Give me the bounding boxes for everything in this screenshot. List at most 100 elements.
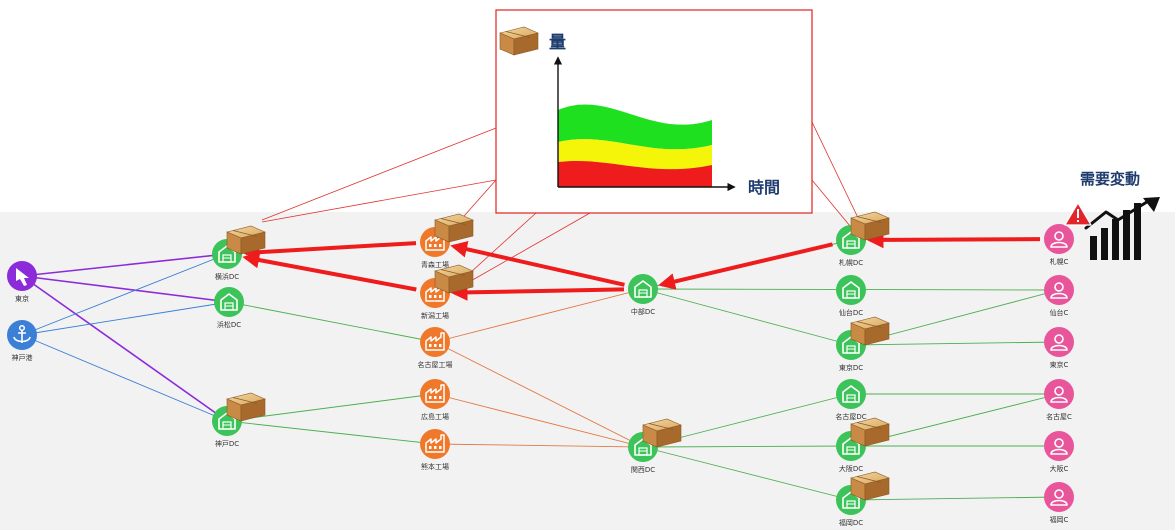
- inventory-box-icon: [434, 264, 474, 294]
- node-label: 新潟工場: [421, 311, 449, 320]
- flow-arrow-sapporo_dc-chubu_dc: [658, 242, 833, 290]
- callout-leader-line: [811, 121, 861, 223]
- warehouse-icon: [836, 275, 866, 305]
- band-bottom: [558, 160, 712, 187]
- callout-leader-line: [261, 179, 497, 223]
- customer-icon: [1044, 482, 1074, 512]
- network-edges: [21, 239, 1060, 501]
- edge-nagoya_f-chubu_dc: [434, 288, 644, 343]
- customer-icon: [1044, 327, 1074, 357]
- warehouse-icon: [628, 274, 658, 304]
- flow-arrow-chubu_dc-aomori_f: [450, 240, 625, 287]
- node-label: 仙台DC: [839, 308, 863, 317]
- demand-label: 需要変動: [1080, 170, 1140, 188]
- edge-kansai_dc-osaka_dc: [642, 445, 852, 448]
- flow-arrow-chubu_dc-niigata_f: [450, 283, 625, 301]
- network-nodes: 東京神戸港横浜DC浜松DC神戸DC青森工場新潟工場名古屋工場広島工場熊本工場中部…: [7, 211, 1074, 527]
- edge-kobe_port-hamamatsu_dc: [21, 301, 230, 336]
- time-axis-label: 時間: [748, 178, 780, 197]
- canvas-bottom: [0, 212, 1175, 530]
- inventory-callout: 量 時間: [495, 9, 813, 214]
- node-label: 東京: [15, 294, 29, 303]
- edge-chubu_dc-tokyo_dc: [642, 288, 852, 346]
- node-label: 広島工場: [421, 412, 449, 421]
- node-label: 福岡C: [1050, 515, 1069, 524]
- node-hiroshima-f[interactable]: 広島工場: [420, 379, 450, 421]
- inventory-box-icon: [434, 213, 474, 243]
- edge-hiroshima_f-kansai_dc: [434, 393, 644, 448]
- edge-kobe_port-yokohama_dc: [21, 253, 228, 336]
- customer-icon: [1044, 379, 1074, 409]
- node-label: 札幌C: [1050, 257, 1069, 266]
- inventory-box-icon: [226, 392, 266, 422]
- node-nagoya-dc[interactable]: 名古屋DC: [835, 379, 867, 421]
- node-label: 東京C: [1050, 360, 1069, 369]
- node-sendai-dc[interactable]: 仙台DC: [836, 275, 866, 317]
- node-nagoya-c[interactable]: 名古屋C: [1044, 379, 1074, 421]
- demand-flow-arrows: [242, 231, 1041, 301]
- callout-leader-lines: [261, 121, 861, 287]
- node-label: 名古屋工場: [418, 360, 453, 369]
- callout-leader-line: [461, 212, 591, 287]
- warning-triangle-icon: [1064, 202, 1092, 226]
- edge-kobe_port-kobe_dc: [21, 334, 228, 422]
- edge-kumamoto_f-kansai_dc: [434, 443, 644, 448]
- edge-tokyo_hub-kobe_dc: [21, 275, 228, 422]
- factory-icon: [420, 379, 450, 409]
- inventory-box-icon: [850, 471, 890, 501]
- inventory-box-icon: [226, 225, 266, 255]
- factory-icon: [420, 429, 450, 459]
- callout-leader-line: [459, 212, 537, 283]
- node-label: 名古屋DC: [835, 412, 866, 421]
- node-label: 関西DC: [631, 466, 655, 474]
- node-label: 仙台C: [1050, 308, 1069, 317]
- box-icon: [499, 26, 539, 56]
- node-label: 大阪C: [1050, 464, 1069, 473]
- rising-bar-chart-icon: [1084, 197, 1160, 260]
- node-kumamoto-f[interactable]: 熊本工場: [420, 429, 450, 471]
- node-label: 浜松DC: [217, 320, 241, 329]
- inventory-box-icon: [850, 211, 890, 241]
- node-label: 神戸港: [12, 353, 33, 362]
- node-sapporo-c[interactable]: 札幌C: [1044, 224, 1074, 266]
- node-label: 名古屋C: [1046, 412, 1072, 421]
- edge-kobe_dc-hiroshima_f: [226, 393, 436, 422]
- customer-icon: [1044, 275, 1074, 305]
- node-label: 大阪DC: [839, 464, 863, 473]
- node-sendai-c[interactable]: 仙台C: [1044, 275, 1074, 317]
- band-middle: [558, 139, 712, 170]
- customer-icon: [1044, 431, 1074, 461]
- node-label: 福岡DC: [839, 518, 863, 527]
- node-label: 青森工場: [421, 260, 449, 269]
- edge-nagoya_f-kansai_dc: [434, 341, 644, 448]
- callout-leader-line: [811, 179, 851, 227]
- inventory-box-icon: [850, 316, 890, 346]
- factory-icon: [420, 327, 450, 357]
- warehouse-icon: [214, 287, 244, 317]
- node-label: 熊本工場: [421, 462, 449, 471]
- edge-tokyo_dc-tokyo_c: [850, 341, 1060, 346]
- edge-kobe_dc-kumamoto_f: [226, 420, 436, 445]
- node-label: 札幌DC: [839, 258, 863, 267]
- node-osaka-c[interactable]: 大阪C: [1044, 431, 1074, 473]
- edge-hamamatsu_dc-nagoya_f: [228, 301, 436, 343]
- node-tokyo-hub[interactable]: 東京: [7, 261, 37, 303]
- node-chubu-dc[interactable]: 中部DC: [628, 274, 658, 316]
- quantity-axis-label: 量: [549, 32, 566, 53]
- inventory-chart: [553, 56, 736, 192]
- flow-arrow-sapporo_c-sapporo_dc: [866, 231, 1041, 249]
- inventory-box-icon: [642, 418, 682, 448]
- callout-leader-line: [261, 127, 497, 221]
- warehouse-icon: [836, 379, 866, 409]
- node-nagoya-f[interactable]: 名古屋工場: [418, 327, 453, 369]
- inventory-box-icon: [850, 417, 890, 447]
- node-fukuoka-c[interactable]: 福岡C: [1044, 482, 1074, 524]
- edge-tokyo_hub-hamamatsu_dc: [21, 275, 230, 303]
- band-top: [558, 104, 712, 150]
- node-label: 横浜DC: [215, 272, 239, 281]
- node-tokyo-c[interactable]: 東京C: [1044, 327, 1074, 369]
- node-kobe-port[interactable]: 神戸港: [7, 320, 37, 362]
- node-hamamatsu-dc[interactable]: 浜松DC: [214, 287, 244, 329]
- edge-fukuoka_dc-fukuoka_c: [850, 496, 1060, 501]
